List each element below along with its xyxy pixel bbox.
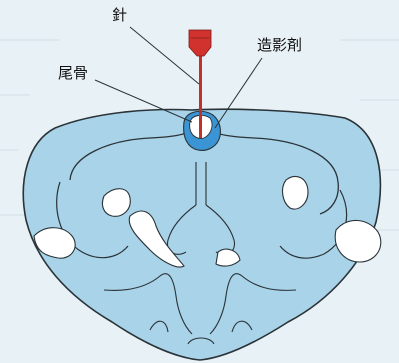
right-inner-bone xyxy=(283,176,308,209)
coccyx-label: 尾骨 xyxy=(58,66,88,81)
contrast-agent-label: 造影剤 xyxy=(257,38,302,53)
needle-shaft xyxy=(199,54,202,138)
needle-label: 針 xyxy=(112,8,127,23)
